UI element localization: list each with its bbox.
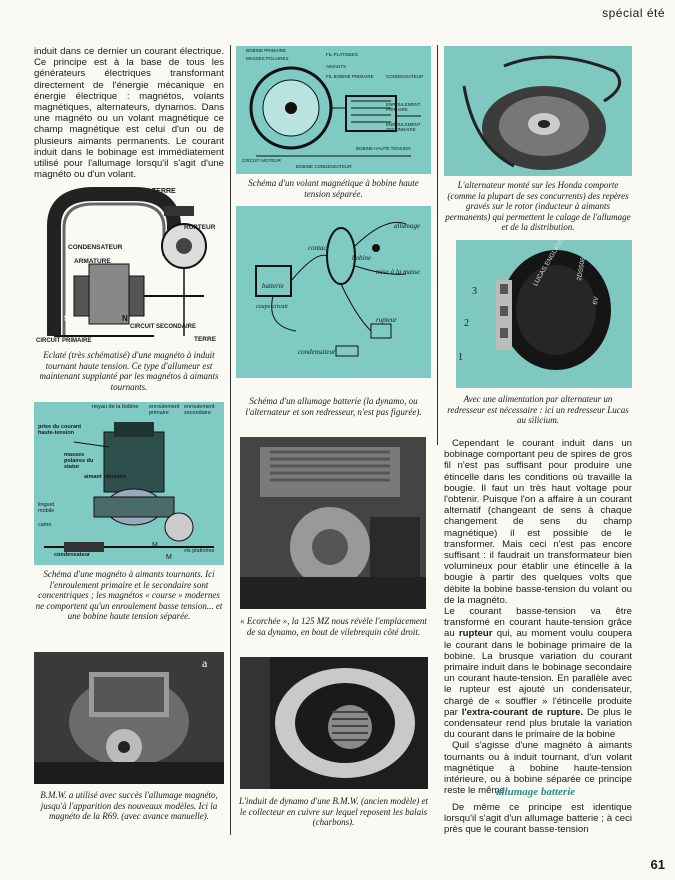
section-header: spécial été (602, 6, 665, 20)
mz-engine-photo-image (240, 437, 426, 609)
label-enroulement-primaire: enroulement primaire (149, 404, 180, 416)
label-rupteur-2: rupteur (376, 316, 397, 324)
fig-lucas-rectifier-photo: 3 2 1 LUCAS ENGLAND 2DS506 6V (456, 240, 632, 388)
paragraph-2-e: De plus le condensateur rend plus brutal… (444, 706, 632, 741)
fig-mz-engine-photo (240, 437, 426, 609)
label-masses-polaires: masses polaires du stator (64, 452, 94, 470)
label-circuit-moteur: CIRCUIT MOTEUR (242, 158, 281, 163)
label-bobine: bobine (352, 254, 372, 262)
honda-alternator-photo-image (462, 55, 622, 170)
label-contact: contact (308, 244, 329, 252)
label-terminal-2: 2 (464, 318, 469, 329)
fig-bmw-armature-caption: L'induit de dynamo d'une B.M.W. (ancien … (239, 796, 428, 828)
magneto-rotating-drawing (44, 422, 214, 552)
paragraph-3: Quil s'agisse d'une magnéto à aimants to… (444, 740, 632, 797)
column3-body: Cependant le courant induit dans un bobi… (444, 438, 632, 797)
paragraph-2: Le courant basse-tension va être transfo… (444, 606, 632, 740)
label-condensateur-4: condensateur (298, 348, 336, 356)
section-title-allumage-batterie: allumage batterie (496, 786, 576, 798)
label-terre-top: TERRE (152, 188, 176, 195)
label-a: a (202, 656, 208, 670)
label-prise-courant: prise du courant haute-tension (38, 424, 82, 436)
label-condensateur-2: condensateur (54, 552, 91, 558)
label-noyau: noyau de la bobine (92, 404, 139, 410)
bmw-armature-photo-image (240, 657, 428, 789)
label-m1: M (152, 542, 158, 549)
label-bobine-haute-tension: BOBINE HAUTE TENSION (356, 146, 411, 151)
label-aimants: AIMANTS (326, 64, 347, 69)
label-n: N (122, 314, 128, 323)
fig-magneto-rotating: noyau de la bobine enroulement primaire … (34, 402, 224, 565)
paragraph-2-extra-courant: l'extra-courant de rupture. (461, 706, 584, 718)
fig-magneto-exploded-caption: Eclaté (très schématisé) d'une magnéto à… (39, 350, 219, 392)
label-masses-polaires-2: MASSES POLAIRES (246, 56, 289, 61)
column-rule-right (437, 45, 438, 445)
fig-battery-ignition: allumage contact bobine mise à la masse … (236, 206, 431, 378)
label-condensateur-3: CONDENSATEUR (386, 74, 424, 79)
paragraph-4: De même ce principe est identique lorsqu… (444, 802, 632, 836)
label-linguet: linguet mobile (38, 502, 55, 514)
label-coupe-circuit: coupe-circuit (256, 304, 288, 310)
fig-bmw-armature-photo (240, 657, 428, 789)
fig-bmw-magneto-caption: B.M.W. a utilisé avec succès l'allumage … (40, 790, 218, 822)
label-terre-bottom: TERRE (194, 336, 217, 343)
label-armature: ARMATURE (74, 258, 111, 265)
label-fil-bobine-primaire: FIL BOBINE PRIMAIRE (326, 74, 374, 79)
label-s: S (64, 314, 70, 323)
intro-text: induit dans ce dernier un courant électr… (34, 46, 224, 181)
paragraph-2-a: Le courant basse-tension va être transfo… (444, 606, 632, 640)
fig-honda-alternator-caption: L'alternateur monté sur les Honda compor… (445, 180, 631, 233)
label-aimant-bipolaire: aimant bipolaire (84, 474, 127, 480)
fig-flywheel-magneto-caption: Schéma d'un volant magnétique à bobine h… (248, 178, 419, 199)
label-bobine-primaire: BOBINE PRIMAIRE (246, 48, 287, 53)
column1-intro: induit dans ce dernier un courant électr… (34, 46, 224, 180)
label-terminal-1: 1 (458, 352, 463, 363)
battery-ignition-drawing (255, 221, 407, 357)
bmw-magneto-photo-image (34, 652, 224, 784)
label-came: came (38, 522, 52, 528)
fig-flywheel-magneto: BOBINE PRIMAIRE MASSES POLAIRES FIL PLAT… (236, 46, 431, 174)
magneto-exploded-drawing (47, 187, 207, 337)
fig-honda-alternator-photo (444, 46, 632, 176)
label-batterie: batterie (262, 282, 284, 290)
label-fil-platinees: FIL PLATINEES (326, 52, 359, 57)
column3-tail: De même ce principe est identique lorsqu… (444, 802, 632, 836)
fig-mz-engine-caption: « Ecorchée », la 125 MZ nous révèle l'em… (240, 616, 427, 637)
fig-magneto-rotating-caption: Schéma d'une magnéto à aimants tournants… (35, 569, 223, 622)
page-number: 61 (650, 857, 665, 872)
label-code-2: 6V (592, 296, 601, 306)
fig-bmw-magneto-photo: a (34, 652, 224, 784)
label-circuit-secondaire: CIRCUIT SECONDAIRE (130, 324, 197, 330)
fig-battery-ignition-caption: Schéma d'un allumage batterie (la dynamo… (245, 396, 422, 417)
label-enroulement-primaire-2: ENROULEMENT PRIMAIRE (386, 102, 421, 112)
label-circuit-primaire: CIRCUIT PRIMAIRE (36, 338, 92, 344)
label-enroulement-secondaire-2: ENROULEMENT SECONDAIRE (386, 122, 421, 132)
label-terminal-3: 3 (472, 286, 477, 297)
label-enroulement-secondaire: enroulement secondaire (184, 404, 215, 416)
label-bobine-condensateur: BOBINE CONDENSATEUR (296, 164, 352, 169)
lucas-rectifier-photo-image (496, 250, 611, 370)
label-m2: M (166, 554, 172, 561)
label-rupteur: RUPTEUR (184, 224, 216, 231)
fig-lucas-rectifier-caption: Avec une alimentation par alternateur un… (447, 394, 629, 426)
fig-magneto-exploded: TERRE RUPTEUR CONDENSATEUR ARMATURE S N … (34, 186, 224, 346)
label-vis-platinees: vis platinées (184, 548, 215, 554)
label-mise-masse: mise à la masse (376, 268, 421, 276)
paragraph-2-c: qui, au moment voulu coupera le courant … (444, 628, 632, 718)
label-condensateur: CONDENSATEUR (68, 244, 123, 251)
paragraph-2-rupteur: rupteur (458, 628, 493, 640)
column-rule-left (230, 45, 231, 835)
paragraph-1: Cependant le courant induit dans un bobi… (444, 438, 632, 606)
label-allumage: allumage (394, 222, 421, 230)
flywheel-magneto-drawing (249, 66, 421, 157)
